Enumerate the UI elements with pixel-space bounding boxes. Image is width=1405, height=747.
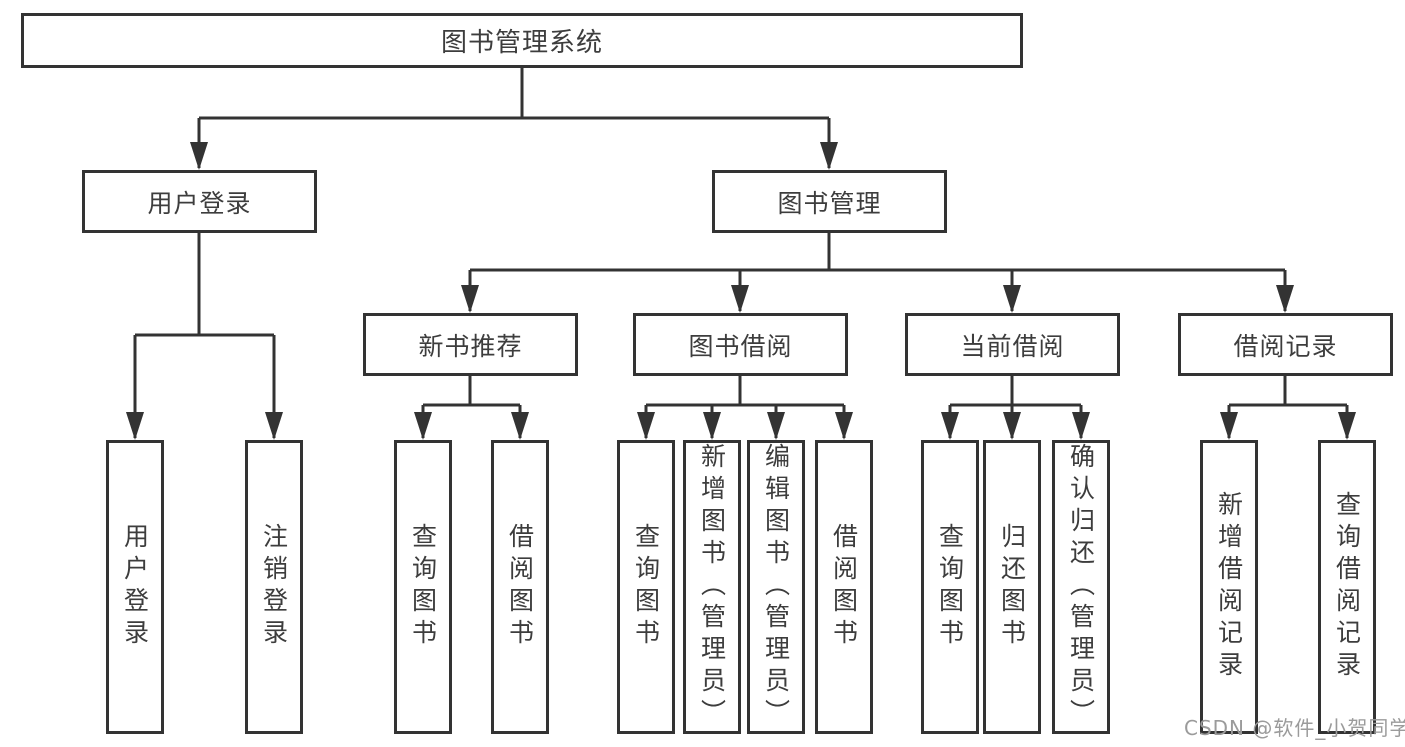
node-library-system-root: 图书管理系统	[21, 13, 1023, 68]
leaf-query-books-2: 查询图书	[617, 440, 675, 734]
leaf-borrow-books-2: 借阅图书	[815, 440, 873, 734]
node-label: 查询借阅记录	[1332, 491, 1362, 683]
node-borrow-records: 借阅记录	[1178, 313, 1393, 376]
leaf-query-books-3: 查询图书	[921, 440, 979, 734]
leaf-logout: 注销登录	[245, 440, 303, 734]
node-new-book-recommend: 新书推荐	[363, 313, 578, 376]
node-book-management: 图书管理	[712, 170, 947, 233]
connector-records-to-leaves	[1227, 376, 1349, 438]
node-label: 归还图书	[997, 523, 1027, 651]
leaf-add-books-admin: 新增图书（管理员）	[683, 440, 741, 734]
node-label: 图书管理	[777, 188, 882, 218]
leaf-query-borrow-record: 查询借阅记录	[1318, 440, 1376, 734]
node-label: 确认归还（管理员）	[1066, 443, 1096, 731]
leaf-query-books-1: 查询图书	[394, 440, 452, 734]
connector-root-to-level2	[197, 68, 831, 168]
leaf-confirm-return-admin: 确认归还（管理员）	[1052, 440, 1110, 734]
node-label: 查询图书	[631, 523, 661, 651]
leaf-borrow-books-1: 借阅图书	[491, 440, 549, 734]
csdn-watermark: CSDN @软件_小贺同学	[1184, 716, 1405, 740]
node-label: 借阅记录	[1233, 331, 1338, 361]
arrowheads	[126, 142, 1356, 440]
node-label: 新增图书（管理员）	[697, 443, 727, 731]
node-label: 注销登录	[259, 523, 289, 651]
node-label: 当前借阅	[960, 331, 1065, 361]
node-label: 查询图书	[935, 523, 965, 651]
node-current-borrow: 当前借阅	[905, 313, 1120, 376]
leaf-return-books: 归还图书	[983, 440, 1041, 734]
leaf-edit-books-admin: 编辑图书（管理员）	[747, 440, 805, 734]
connector-bookmgmt-to-level3	[468, 233, 1287, 311]
node-book-borrow: 图书借阅	[633, 313, 848, 376]
node-label: 借阅图书	[505, 523, 535, 651]
node-label: 用户登录	[147, 188, 252, 218]
node-label: 查询图书	[408, 523, 438, 651]
node-label: 图书借阅	[688, 331, 793, 361]
node-user-login: 用户登录	[82, 170, 317, 233]
node-label: 用户登录	[120, 523, 150, 651]
node-label: 编辑图书（管理员）	[761, 443, 791, 731]
connector-userlogin-to-leaves	[133, 233, 276, 438]
leaf-user-login: 用户登录	[106, 440, 164, 734]
leaf-add-borrow-record: 新增借阅记录	[1200, 440, 1258, 734]
node-label: 图书管理系统	[440, 28, 603, 58]
node-label: 新书推荐	[418, 331, 523, 361]
connector-bookborrow-to-leaves	[644, 376, 846, 438]
node-label: 借阅图书	[829, 523, 859, 651]
node-label: 新增借阅记录	[1214, 491, 1244, 683]
connector-newbook-to-leaves	[421, 376, 522, 438]
